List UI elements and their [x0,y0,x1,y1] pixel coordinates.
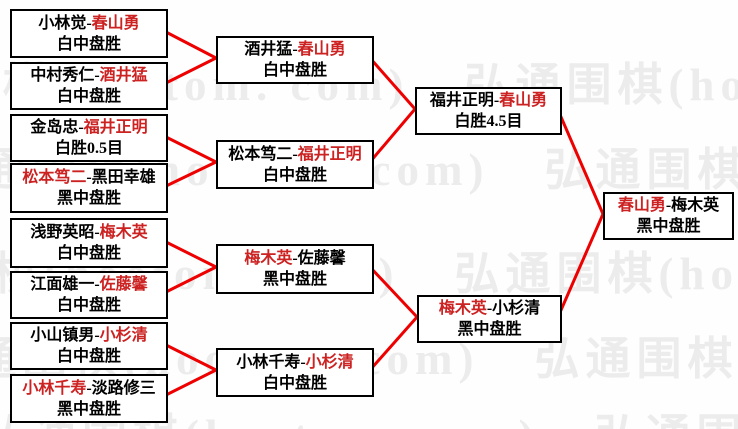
player-name-advancing: 小杉清 [99,327,148,344]
bracket-connector [162,265,218,295]
player-name-advancing: 佐藤馨 [99,276,148,293]
match-result: 白中盘胜 [56,88,121,105]
player-name: -淡路修三 [86,379,156,397]
match-result: 白中盘胜 [262,62,327,79]
bracket-connector [162,368,218,398]
player-name-advancing: 松本笃二 [22,169,87,186]
player-name: 福井正明- [429,92,500,109]
player-name: 江面雄一- [30,276,100,293]
match-players: 浅野英昭-梅木英 [30,222,147,243]
match-box-r1-1: 小林觉-春山勇 白中盘胜 [10,9,168,58]
player-name: -佐藤馨 [292,250,346,267]
match-box-r2-1: 酒井猛-春山勇 白中盘胜 [216,36,374,84]
match-box-r1-5: 浅野英昭-梅木英 白中盘胜 [10,218,168,268]
match-box-r1-8: 小林千寿-淡路修三 黑中盘胜 [10,374,168,423]
watermark-text: 弘通围棋(hootom. com) [454,249,738,299]
match-box-r1-7: 小山镇男-小杉清 白中盘胜 [10,322,168,370]
bracket-connector [162,239,218,269]
player-name: 中村秀仁- [30,67,100,84]
match-result: 黑中盘胜 [636,218,701,235]
bracket-connector [368,265,419,319]
watermark-text: 弘通围棋(hootom. com) [594,411,738,429]
match-result: 白中盘胜 [262,166,327,184]
match-players: 福井正明-春山勇 [430,90,547,111]
player-name-advancing: 春山勇 [499,92,548,109]
match-players: 小林千寿-小杉清 [236,352,353,373]
match-box-sf-1: 福井正明-春山勇 白胜4.5目 [415,87,562,135]
player-name-advancing: 福井正明 [83,119,148,136]
bracket-connector [162,29,218,60]
player-name-advancing: 小杉清 [305,353,354,371]
bracket-connector [368,56,417,111]
match-result: 黑中盘胜 [262,271,327,288]
bracket-connector [556,108,605,216]
bracket-connector [162,342,218,372]
match-result: 白中盘胜 [56,348,121,365]
player-name: 小林千寿- [236,353,306,371]
bracket-connector [162,56,218,86]
match-players: 松本笃二-黑田幸雄 [22,167,155,188]
player-name-advancing: 小林千寿 [22,379,87,397]
match-players: 春山勇-梅木英 [618,195,719,216]
player-name-advancing: 春山勇 [297,41,346,58]
match-box-sf-2: 梅木英-小杉清 黑中盘胜 [417,295,562,343]
match-players: 小山镇男-小杉清 [30,325,147,346]
player-name-advancing: 梅木英 [99,224,148,241]
bracket-connector [162,134,218,164]
match-box-r1-4: 松本笃二-黑田幸雄 黑中盘胜 [10,163,168,213]
match-result: 白中盘胜 [56,245,121,262]
match-players: 松本笃二-福井正明 [228,144,361,165]
match-result: 白中盘胜 [262,374,327,392]
match-players: 金岛忠-福井正明 [30,117,147,138]
watermark-text: 弘通围棋(hootom. com) [534,334,738,384]
match-result: 白胜0.5目 [54,140,123,157]
bracket-connector [162,160,218,189]
match-box-r2-3: 梅木英-佐藤馨 黑中盘胜 [216,244,374,294]
match-box-final: 春山勇-梅木英 黑中盘胜 [603,192,734,240]
match-players: 江面雄一-佐藤馨 [30,274,147,295]
match-result: 白中盘胜 [56,35,121,53]
match-result: 白胜4.5目 [454,113,523,130]
player-name-advancing: 梅木英 [438,300,487,317]
match-players: 小林千寿-淡路修三 [22,378,155,399]
player-name: 松本笃二- [228,145,298,163]
player-name: 浅野英昭- [30,224,100,241]
match-result: 白中盘胜 [56,297,121,314]
bracket-connector [368,107,417,164]
player-name-advancing: 福井正明 [297,145,362,163]
match-players: 中村秀仁-酒井猛 [30,65,147,86]
match-box-r1-2: 中村秀仁-酒井猛 白中盘胜 [10,62,168,110]
bracket-connector [556,212,605,319]
player-name: 小山镇男- [30,327,100,344]
player-name: 小林觉- [38,14,92,32]
player-name: 酒井猛- [244,41,298,58]
player-name: -小杉清 [486,300,541,317]
player-name-advancing: 梅木英 [244,250,293,267]
match-result: 黑中盘胜 [457,321,522,338]
match-box-r1-6: 江面雄一-佐藤馨 白中盘胜 [10,271,168,319]
match-players: 酒井猛-春山勇 [244,39,345,60]
match-box-r2-4: 小林千寿-小杉清 白中盘胜 [216,348,374,397]
player-name-advancing: 春山勇 [617,197,666,214]
player-name-advancing: 春山勇 [91,14,140,32]
match-box-r2-2: 松本笃二-福井正明 白中盘胜 [216,140,374,189]
player-name-advancing: 酒井猛 [99,67,148,84]
player-name: 金岛忠- [30,119,84,136]
match-result: 黑中盘胜 [56,400,121,418]
match-players: 小林觉-春山勇 [38,13,139,34]
match-players: 梅木英-小杉清 [439,298,540,319]
match-box-r1-3: 金岛忠-福井正明 白胜0.5目 [10,114,168,162]
match-players: 梅木英-佐藤馨 [244,248,345,269]
match-result: 黑中盘胜 [56,190,121,207]
bracket-connector [368,315,419,372]
player-name: -梅木英 [665,197,720,214]
player-name: -黑田幸雄 [86,169,156,186]
